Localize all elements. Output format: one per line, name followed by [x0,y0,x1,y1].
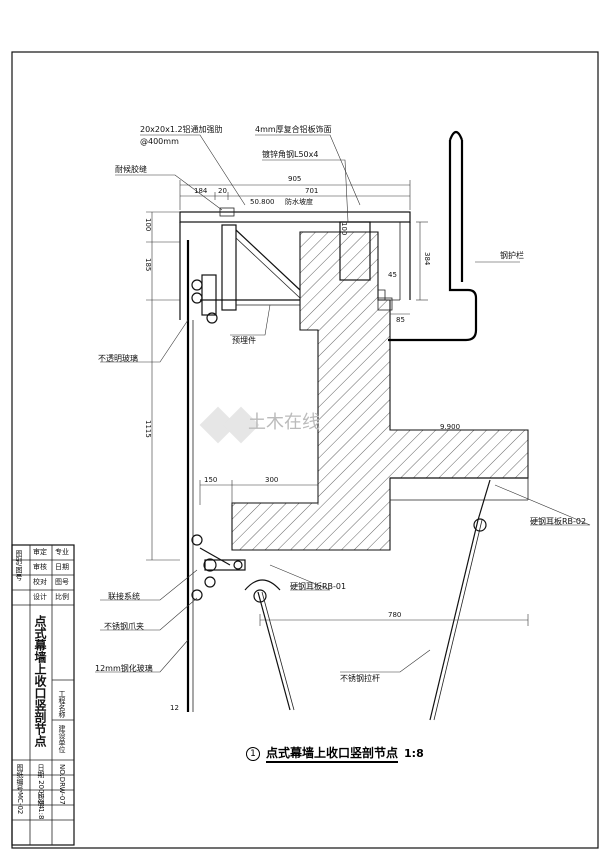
label-plate-02: 硬钢耳板RB-02 [530,517,587,526]
label-aluminum-rib: 20x20x1.2铝通加强肋 [140,125,223,134]
tb-side-label: 图别/图号 [15,550,23,581]
dim-300: 300 [265,476,279,484]
tb-right-1: 专业 [55,548,69,556]
tb-info-1: NO.DRW-07 [58,764,66,805]
label-waterproof: 防水坡度 [285,198,313,206]
title-scale: 1:8 [404,747,424,760]
dim-85: 85 [396,316,405,324]
label-railing: 钢护栏 [500,251,524,260]
watermark-text: 土木在线 [248,412,320,433]
dim-1115: 1115 [144,420,152,438]
label-level-top: 50.800 [250,198,275,206]
dim-45: 45 [388,271,397,279]
label-bracket: 预埋件 [232,336,256,345]
cap-panel [179,211,411,223]
dim-384: 384 [423,252,431,266]
tb-row-1: 审定 [33,548,47,556]
tb-row-2: 审核 [33,563,47,571]
dim-100b: 100 [340,222,348,236]
dim-150: 150 [204,476,218,484]
tb-info-3: MC-02 [16,792,24,815]
dim-100: 100 [144,218,152,232]
dim-20: 20 [218,187,227,195]
tb-sub-label: 建设单位 [58,725,66,753]
title-number: 1 [246,746,260,761]
watermark-logo [199,406,260,444]
upper-spider-fitting [191,274,218,324]
label-angle-steel: 镀锌角钢L50x4 [262,150,319,159]
tb-drawing-name: 点式幕墙上收口竖剖节点 [33,615,47,747]
dim-184: 184 [194,187,208,195]
dim-905: 905 [288,175,302,183]
title-block [11,544,75,846]
tb-project-label: 工程名称 [58,690,66,718]
sheet-border [11,51,599,849]
tb-right-2: 日期 [55,563,69,571]
tb-info-4: 比例 1:8 [37,792,45,820]
dim-185: 185 [144,258,152,272]
label-plate-01: 硬钢耳板RB-01 [290,582,347,591]
dim-701: 701 [305,187,319,195]
steel-railing [388,140,478,342]
tb-right-3: 图号 [55,578,69,586]
tb-info-2: 图纸编号 [16,764,24,792]
label-aluminum-rib-spacing: @400mm [140,137,179,146]
title-text: 点式幕墙上收口竖剖节点 [266,744,399,763]
drawing-title: 1 点式幕墙上收口竖剖节点 1:8 [246,744,424,763]
dim-780: 780 [388,611,402,619]
label-clamp: 不锈钢爪夹 [104,622,144,631]
angle-steel [339,221,371,281]
sealant-joint [219,207,235,217]
label-weather-sealant: 耐候胶缝 [115,165,147,174]
dimension-lines [146,180,529,626]
tb-row-3: 校对 [33,578,47,586]
label-tie-rod: 不锈钢拉杆 [340,674,380,683]
label-tempered-glass: 12mm钢化玻璃 [95,664,153,673]
lower-spider-fitting [191,534,246,601]
leader-lines [95,134,591,673]
label-connector: 联接系统 [108,592,140,601]
label-composite-panel: 4mm厚复合铝板饰面 [255,125,332,134]
tb-row-4: 设计 [33,593,47,601]
label-level-floor: 9.900 [440,423,461,431]
tb-info-5: 日期 2002.04 [37,764,45,810]
tb-right-4: 比例 [55,593,69,601]
dim-12: 12 [170,704,179,712]
label-opaque-glass: 不透明玻璃 [98,354,138,363]
